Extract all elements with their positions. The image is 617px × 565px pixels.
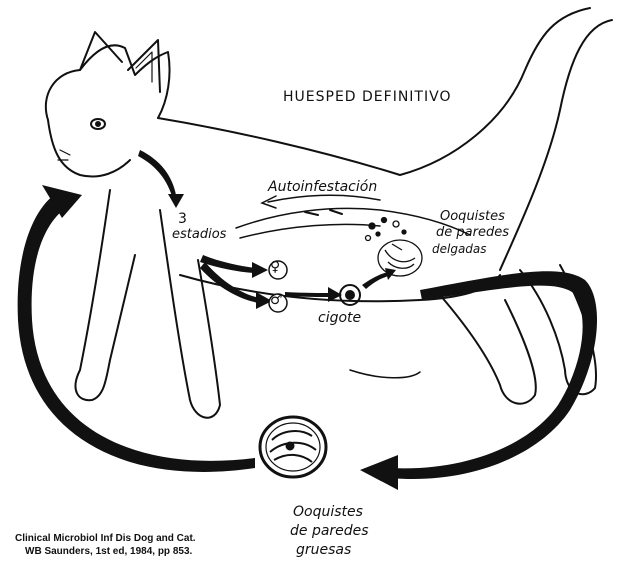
source-caption: Clinical Microbiol Inf Dis Dog and Cat. … (15, 532, 196, 558)
thin-oocysts-label-2: de paredes (436, 226, 509, 240)
thin-oocysts-label-3: delgadas (432, 243, 487, 256)
male-symbol: ♂ (270, 293, 283, 308)
cat-tail-inner (500, 20, 612, 270)
female-symbol: ♀ (270, 260, 280, 275)
thick-oocysts-label-2: de paredes (290, 524, 369, 539)
stages-label: estadios (172, 228, 226, 242)
cat-muzzle (48, 120, 130, 177)
autoinfestation-arrow (268, 195, 380, 202)
caption-line-1: Clinical Microbiol Inf Dis Dog and Cat. (15, 532, 196, 545)
cat-head-outline (46, 45, 170, 120)
cat-hind-leg-1 (440, 295, 536, 404)
zygote-cell (340, 285, 360, 305)
caption-line-2: WB Saunders, 1st ed, 1984, pp 853. (15, 545, 196, 558)
cat-front-leg-1 (76, 190, 135, 400)
thick-oocysts-label-3: gruesas (296, 543, 351, 558)
cat-ear-left (80, 32, 122, 70)
thin-oocysts-cluster (366, 218, 423, 277)
cycle-arrow-right-head (360, 455, 398, 490)
thick-oocyst (260, 417, 326, 477)
thin-oocysts-label-1: Ooquistes (440, 210, 505, 224)
stages-number: 3 (178, 212, 187, 227)
autoinfestation-label: Autoinfestación (268, 180, 377, 195)
definitive-host-label: HUESPED DEFINITIVO (283, 90, 451, 105)
zygote-label: cigote (318, 311, 361, 326)
thick-oocysts-label-1: Ooquistes (293, 505, 363, 520)
